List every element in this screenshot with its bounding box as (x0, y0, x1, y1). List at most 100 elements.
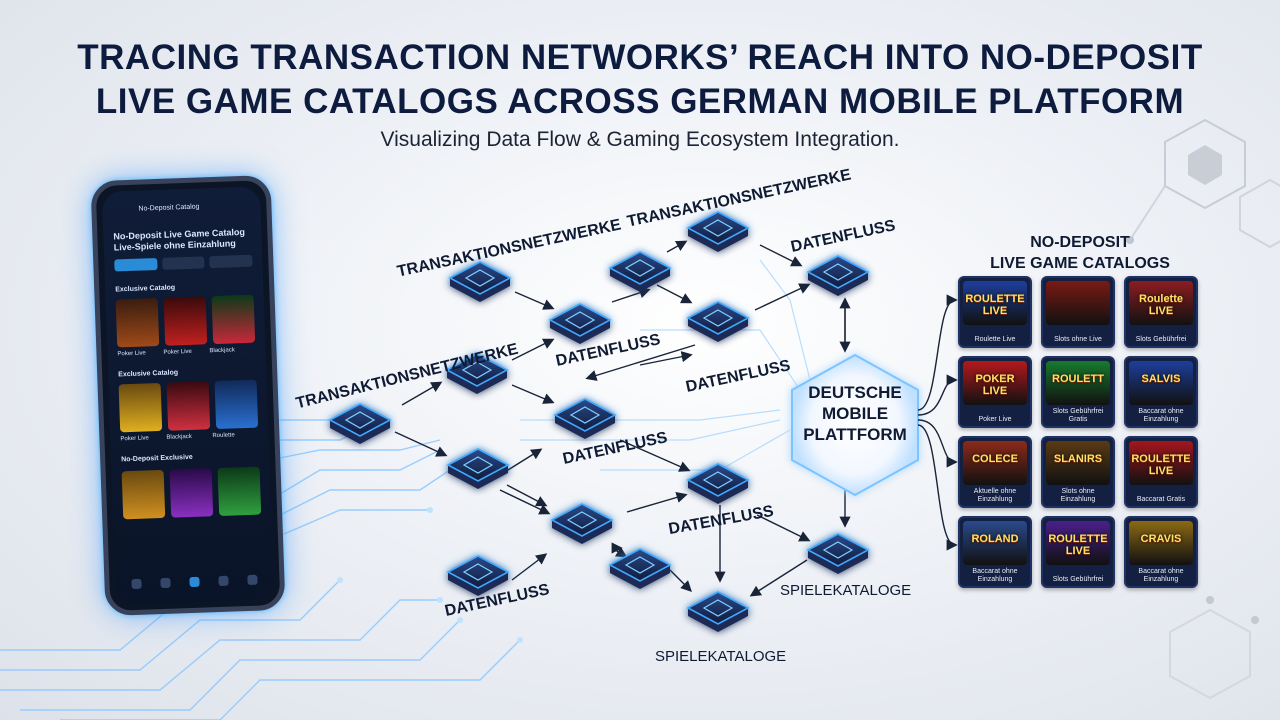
game-card[interactable]: POKER LIVE Poker Live (958, 356, 1032, 428)
phone-bottom-nav (121, 567, 268, 596)
hexagon-decoration (1126, 118, 1280, 249)
phone-row-3 (121, 466, 262, 520)
game-card-caption: Baccarat ohne Einzahlung (972, 568, 1018, 583)
game-card-caption: Slots Gebührfrei (1135, 336, 1187, 343)
phone-thumb[interactable] (118, 382, 163, 433)
phone-thumb[interactable] (169, 468, 214, 518)
node-arrow-top (608, 251, 672, 292)
phone-row-2-captions: Poker Live Blackjack Roulette (120, 432, 258, 443)
phone-row-2 (118, 379, 259, 433)
game-card-art-text: COLECE (972, 453, 1018, 465)
nav-icon-active[interactable] (189, 576, 200, 588)
game-card-art (1046, 281, 1110, 325)
phone-thumb[interactable] (214, 379, 259, 430)
game-card-art-text: ROLAND (971, 533, 1019, 545)
game-card-art: SALVIS (1129, 361, 1193, 405)
catalog-title: NO-DEPOSIT LIVE GAME CATALOGS (960, 232, 1200, 274)
phone-caption: Poker Live (163, 348, 192, 356)
node-datenfluss-c (553, 398, 617, 439)
game-card-art: ROLAND (963, 521, 1027, 565)
platform-hub (791, 353, 919, 497)
page-title-line-2: LIVE GAME CATALOGS ACROSS GERMAN MOBILE … (95, 82, 1185, 121)
game-card-caption: Baccarat Gratis (1136, 496, 1186, 503)
phone-screen: No-Deposit Catalog No-Deposit Live Game … (101, 186, 275, 605)
catalog-title-line-2: LIVE GAME CATALOGS (990, 255, 1170, 272)
node-device (686, 463, 750, 504)
game-card[interactable]: Roulette LIVE Slots Gebührfrei (1124, 276, 1198, 348)
game-card-caption: Aktuelle ohne Einzahlung (973, 488, 1017, 503)
game-card-art: COLECE (963, 441, 1027, 485)
phone-section-1: Exclusive Catalog (115, 284, 176, 294)
node-spielekataloge-bottom (686, 591, 750, 632)
game-card-art: POKER LIVE (963, 361, 1027, 405)
hub-line-1: DEUTSCHE (808, 383, 902, 402)
game-card-art-text: Roulette LIVE (1139, 293, 1183, 317)
connection-arrows (394, 240, 851, 597)
node-chip-mid (445, 353, 509, 394)
phone-thumb[interactable] (166, 381, 211, 431)
game-card[interactable]: ROULETTE LIVE Baccarat Gratis (1124, 436, 1198, 508)
page-title-line-1: TRACING TRANSACTION NETWORKS’ REACH INTO… (77, 38, 1203, 77)
node-transaktion-top (686, 211, 750, 252)
phone-thumb[interactable] (217, 466, 262, 516)
game-card-art-text: ROULETTE LIVE (965, 293, 1025, 317)
hub-line-3: PLATTFORM (803, 425, 907, 444)
page-subtitle: Visualizing Data Flow & Gaming Ecosystem… (380, 128, 900, 151)
game-card-art: Roulette LIVE (1129, 281, 1193, 325)
hub-catalog-connectors (917, 294, 958, 551)
hub-line-2: MOBILE (821, 404, 889, 423)
phone-mockup: No-Deposit Catalog No-Deposit Live Game … (90, 174, 286, 617)
phone-filter-chips (114, 254, 253, 272)
game-card-art: CRAVIS (1129, 521, 1193, 565)
phone-caption: Blackjack (166, 433, 192, 441)
game-card[interactable]: ROULETTE LIVE Slots Gebührfrei (1041, 516, 1115, 588)
phone-thumb[interactable] (163, 296, 208, 346)
node-datenfluss-top (806, 255, 870, 296)
game-card-art-text: SLANIRS (1053, 453, 1103, 465)
game-card[interactable]: Slots ohne Live (1041, 276, 1115, 348)
game-card[interactable]: COLECE Aktuelle ohne Einzahlung (958, 436, 1032, 508)
phone-caption: Roulette (212, 432, 235, 440)
game-card-caption: Slots Gebührfrei (1052, 576, 1104, 583)
game-card-caption: Slots ohne Live (1054, 336, 1102, 343)
node-arrow-bottom (608, 548, 672, 589)
phone-heading: No-Deposit Live Game Catalog Live-Spiele… (113, 226, 246, 253)
node-transaktion-left (328, 403, 392, 444)
phone-thumb[interactable] (115, 298, 160, 348)
phone-caption: Poker Live (117, 350, 146, 358)
hexagon-decoration-bottom (1169, 596, 1259, 700)
node-datenfluss-a (548, 303, 612, 344)
phone-thumb[interactable] (211, 294, 256, 345)
phone-header: No-Deposit Catalog (112, 201, 250, 218)
game-card-art: ROULETTE LIVE (1046, 521, 1110, 565)
home-icon[interactable] (130, 578, 142, 590)
game-card[interactable]: ROULETTE LIVE Roulette Live (958, 276, 1032, 348)
nav-icon[interactable] (218, 575, 229, 587)
phone-row-1 (115, 294, 256, 348)
phone-section-2: Exclusive Catalog (118, 369, 179, 379)
game-card-caption: Baccarat ohne Einzahlung (1138, 568, 1184, 583)
phone-chip-2[interactable] (161, 256, 205, 270)
phone-chip-3[interactable] (209, 254, 253, 269)
game-card-art-text: ROULETTE LIVE (1131, 453, 1191, 477)
game-card-art-text: CRAVIS (1140, 533, 1182, 545)
nav-icon[interactable] (160, 577, 171, 589)
game-card-caption: Poker Live (978, 416, 1012, 423)
game-card-art-text: SALVIS (1141, 373, 1181, 385)
phone-chip-1[interactable] (114, 258, 158, 272)
game-card[interactable]: CRAVIS Baccarat ohne Einzahlung (1124, 516, 1198, 588)
phone-thumb[interactable] (121, 469, 166, 520)
network-nodes (328, 211, 870, 632)
game-card-caption: Roulette Live (974, 336, 1016, 343)
game-card-art-text: ROULETTE LIVE (1048, 533, 1108, 557)
game-card-art: ROULETT (1046, 361, 1110, 405)
phone-caption: Poker Live (120, 435, 149, 443)
phone-caption: Blackjack (209, 347, 235, 355)
game-card[interactable]: ROLAND Baccarat ohne Einzahlung (958, 516, 1032, 588)
nav-icon[interactable] (247, 574, 258, 586)
node-datenfluss-bottom (446, 555, 510, 596)
